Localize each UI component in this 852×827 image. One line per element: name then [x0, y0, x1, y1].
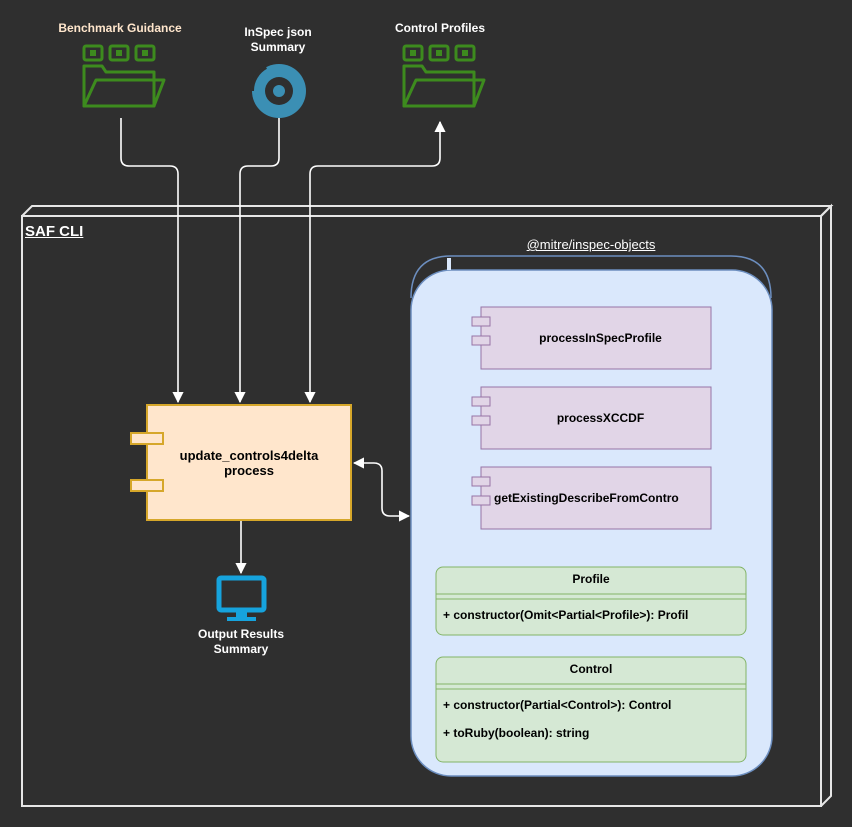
component-process-inspec-profile	[471, 306, 712, 370]
output-results-summary-label: Output Results Summary	[198, 627, 284, 656]
component-label-process-xccdf: processXCCDF	[556, 411, 645, 425]
component-get-existing-describe	[471, 466, 712, 530]
edge-process-to-control-profiles	[304, 120, 446, 404]
component-process-xccdf	[471, 386, 712, 450]
process-component	[130, 404, 352, 521]
edge-inspec-to-process	[234, 118, 280, 404]
benchmark-guidance-label: Benchmark Guidance	[58, 21, 182, 35]
class-control-box	[435, 656, 747, 763]
class-profile-name: Profile	[572, 572, 610, 586]
component-label-get-existing-describe: getExistingDescribeFromContro	[494, 491, 679, 505]
component-label-process-inspec-profile: processInSpecProfile	[539, 331, 662, 345]
class-control-method-constructor: + constructor(Partial<Control>): Control	[443, 698, 672, 712]
inspec-json-summary-label: InSpec json Summary	[244, 25, 312, 54]
monitor-icon	[216, 575, 267, 621]
class-profile-box	[435, 566, 747, 636]
benchmark-guidance-folder-icon	[82, 44, 166, 108]
saf-cli-title: SAF CLI	[25, 223, 84, 240]
edge-process-to-inspec-objects	[352, 457, 411, 522]
inspec-objects-title: @mitre/inspec-objects	[526, 237, 656, 252]
edge-benchmark-to-process	[120, 118, 184, 404]
control-profiles-folder-icon	[402, 44, 486, 108]
class-profile-method: + constructor(Omit<Partial<Profile>): Pr…	[443, 608, 689, 622]
process-label: update_controls4delta process	[179, 448, 319, 478]
control-profiles-label: Control Profiles	[394, 21, 485, 35]
inspec-target-icon	[249, 64, 306, 118]
class-control-method-to-ruby: + toRuby(boolean): string	[443, 726, 590, 740]
class-control-name: Control	[569, 662, 613, 676]
